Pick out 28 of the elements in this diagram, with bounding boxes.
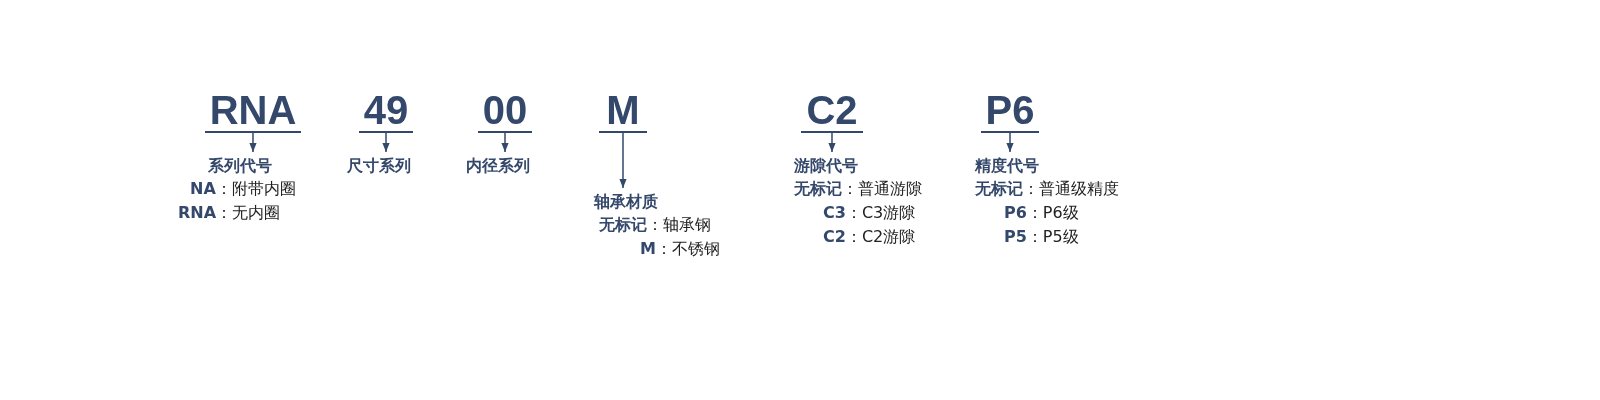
option-description: 无标记：普通级精度	[975, 178, 1119, 200]
field-heading: 内径系列	[466, 155, 530, 177]
arrow	[382, 132, 390, 153]
option-description: 无标记：轴承钢	[599, 214, 711, 236]
option-description: 无标记：普通游隙	[794, 178, 922, 200]
code-segment: C2	[801, 90, 863, 133]
option-description: NA：附带内圈	[190, 178, 296, 200]
option-description: C3：C3游隙	[823, 202, 916, 224]
option-description: P5：P5级	[1004, 226, 1079, 248]
code-segment: RNA	[204, 90, 302, 133]
field-heading: 系列代号	[208, 155, 272, 177]
field-heading: 尺寸系列	[347, 155, 411, 177]
code-segment: M	[599, 90, 647, 133]
arrow	[1006, 132, 1014, 153]
field-heading: 游隙代号	[794, 155, 858, 177]
arrow	[619, 132, 627, 189]
option-description: M：不锈钢	[640, 238, 720, 260]
field-heading: 精度代号	[975, 155, 1039, 177]
arrow	[501, 132, 509, 153]
option-description: RNA：无内圈	[178, 202, 281, 224]
code-segment: 49	[358, 90, 414, 133]
arrow	[249, 132, 257, 153]
field-heading: 轴承材质	[594, 191, 658, 213]
option-description: P6：P6级	[1004, 202, 1079, 224]
arrow	[828, 132, 836, 153]
option-description: C2：C2游隙	[823, 226, 916, 248]
code-segment: P6	[980, 90, 1040, 133]
code-segment: 00	[477, 90, 533, 133]
